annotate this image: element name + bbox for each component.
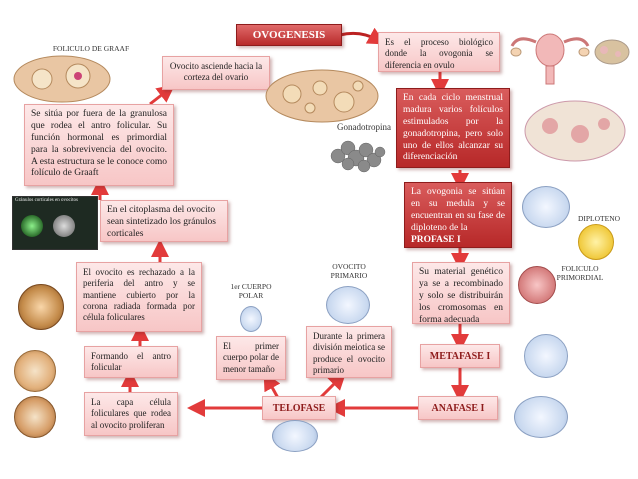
rejected-oocyte-text: El ovocito es rechazado a la periferia d… — [83, 267, 195, 322]
diplotene-label: DIPLOTENO — [577, 214, 621, 223]
proliferate-text: La capa célula foliculares que rodea al … — [91, 397, 171, 430]
ovogonia-text: La ovogonia se sitúan en su medula y se … — [411, 187, 505, 233]
primordial-follicle-label: FOLICULO PRIMORDIAL — [556, 264, 604, 282]
telophase-box: TELOFASE — [262, 396, 336, 420]
page-title: OVOGENESIS — [236, 24, 342, 46]
genetic-material-box: Su material genético ya se a recombinado… — [412, 262, 510, 325]
metaphase-box: METAFASE I — [420, 344, 500, 368]
proliferating-follicle-image — [14, 396, 56, 438]
telophase-text: TELOFASE — [272, 403, 326, 414]
arrow-telophase-division — [318, 371, 347, 400]
ovary-illustration — [265, 69, 379, 123]
graaf-follicle-image — [13, 55, 111, 103]
cortical-granules-image: Gránulos corticales en ovocitos — [12, 196, 98, 250]
polar-body-image — [240, 306, 262, 332]
granule-dot — [21, 215, 43, 237]
uterus-illustration — [510, 33, 590, 85]
meiotic-division-box: Durante la primera división meiotica se … — [306, 326, 392, 378]
arrow-title-definition — [339, 27, 386, 45]
cycle-text: En cada ciclo menstrual madura varios fo… — [403, 93, 503, 163]
ascends-text: Ovocito asciende hacia la corteza del ov… — [169, 61, 263, 83]
antrum-follicle-image — [14, 350, 56, 392]
ovogonia-box: La ovogonia se sitúan en su medula y se … — [404, 182, 512, 248]
granulosa-text: Se sitúa por fuera de la granulosa que r… — [31, 109, 167, 179]
granule-dot — [53, 215, 75, 237]
primary-oocyte-image — [326, 286, 370, 324]
anaphase-box: ANAFASE I — [418, 396, 498, 420]
polar-body-label: 1er CUERPO POLAR — [230, 282, 272, 300]
antrum-text: Formando el antro folicular — [91, 351, 171, 373]
gonadotropin-molecule-image — [330, 140, 386, 173]
gonadotropin-label: Gonadotropina — [337, 122, 391, 132]
arrow-granulosa-ascends — [149, 84, 176, 106]
definition-text: Es el proceso biológico donde la ovogoni… — [385, 37, 493, 70]
rejected-oocyte-box: El ovocito es rechazado a la periferia d… — [76, 262, 202, 332]
arrow-telophase-polar — [263, 372, 281, 399]
cortical-granules-caption: Gránulos corticales en ovocitos — [15, 198, 78, 203]
diplotene-cell-image — [578, 224, 614, 260]
meiotic-division-text: Durante la primera división meiotica se … — [313, 331, 385, 375]
prophase-cell-image — [522, 186, 570, 228]
genetic-material-text: Su material genético ya se a recombinado… — [419, 267, 503, 325]
primary-oocyte-label: OVOCITO PRIMARIO — [330, 262, 368, 280]
metaphase-cell-image — [524, 334, 568, 378]
follicle-micrograph — [520, 96, 630, 166]
anaphase-cell-image — [514, 396, 568, 438]
polar-body-text: El primer cuerpo polar de menor tamaño — [223, 341, 279, 374]
granulosa-box: Se sitúa por fuera de la granulosa que r… — [24, 104, 174, 186]
telophase-cell-image — [272, 420, 318, 452]
ovary-illustration-top — [594, 39, 630, 65]
polar-body-box: El primer cuerpo polar de menor tamaño — [216, 336, 286, 380]
antrum-box: Formando el antro folicular — [84, 346, 178, 378]
anaphase-text: ANAFASE I — [431, 403, 485, 414]
cytoplasm-box: En el citoplasma del ovocito sean sintet… — [100, 200, 228, 242]
proliferate-box: La capa célula foliculares que rodea al … — [84, 392, 178, 436]
primordial-follicle-image — [518, 266, 556, 304]
prophase-text: PROFASE I — [411, 234, 461, 245]
ascends-box: Ovocito asciende hacia la corteza del ov… — [162, 56, 270, 90]
cytoplasm-text: En el citoplasma del ovocito sean sintet… — [107, 205, 216, 239]
definition-box: Es el proceso biológico donde la ovogoni… — [378, 32, 500, 72]
corona-radiata-image — [18, 284, 64, 330]
cycle-box: En cada ciclo menstrual madura varios fo… — [396, 88, 510, 168]
metaphase-text: METAFASE I — [429, 351, 491, 362]
graaf-follicle-label: FOLICULO DE GRAAF — [52, 44, 130, 53]
